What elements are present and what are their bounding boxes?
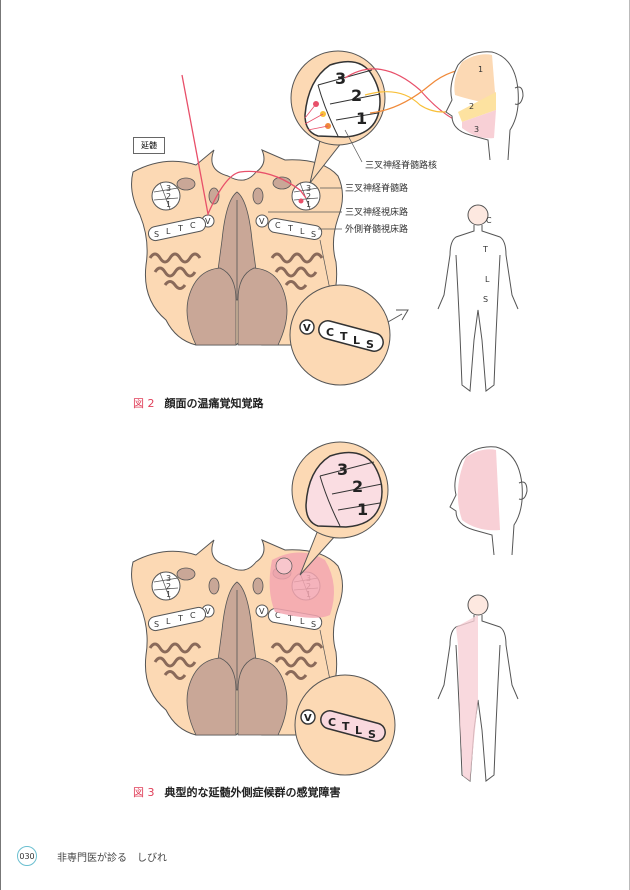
- dermatome-label: T: [482, 245, 488, 254]
- face-number: 2: [469, 102, 474, 111]
- face-number: 1: [478, 65, 483, 74]
- division-number: 2: [352, 477, 363, 496]
- dermatome-label: L: [485, 275, 490, 284]
- face-illustration: [445, 51, 524, 161]
- division-number: 3: [335, 69, 346, 88]
- tract-label: S: [368, 728, 376, 741]
- division-number: 2: [351, 86, 362, 105]
- tract-label: S: [366, 338, 374, 351]
- figure-2-diagram: 3 2 1 三叉神経脊髄路核 三叉神経脊髄路 三叉神経視床路 外側脊髄視床路 V…: [130, 50, 524, 392]
- division-number: 3: [337, 460, 348, 479]
- body-illustration: [437, 204, 519, 392]
- label-lateral-spinothalamic-tract: 外側脊髄視床路: [345, 223, 408, 235]
- book-title: 非専門医が診る しびれ: [57, 852, 167, 864]
- dermatome-label: C: [486, 216, 492, 225]
- page-number: 030: [17, 846, 37, 866]
- tract-label: C: [326, 326, 334, 339]
- figure-3-diagram: 3 2 1 V C T L S: [130, 441, 528, 782]
- label-spinal-trigeminal-nucleus: 三叉神経脊髄路核: [365, 159, 437, 171]
- figure-number: 図 3: [133, 786, 155, 799]
- tract-label: C: [328, 716, 336, 729]
- division-number: 1: [356, 109, 367, 128]
- figure-number: 図 2: [133, 397, 155, 410]
- page-footer: 030 非専門医が診る しびれ: [17, 846, 167, 866]
- v-label: V: [303, 323, 311, 334]
- arrow-icon: [387, 309, 409, 323]
- tract-label: T: [340, 330, 348, 343]
- figure-title: 典型的な延髄外側症候群の感覚障害: [164, 786, 341, 799]
- figure-title: 顔面の温痛覚知覚路: [164, 397, 264, 410]
- figure-2-caption: 図 2 顔面の温痛覚知覚路: [133, 395, 264, 411]
- dermatome-label: S: [483, 295, 488, 304]
- face-illustration: [449, 446, 528, 556]
- affected-half-body: [456, 615, 478, 781]
- v-label: V: [304, 713, 312, 724]
- tract-label: L: [353, 334, 360, 347]
- page-edge: [0, 0, 1, 890]
- medulla-label: 延髄: [133, 137, 165, 154]
- tract-label: T: [342, 720, 350, 733]
- label-trigeminothalamic-tract: 三叉神経視床路: [345, 206, 408, 218]
- division-number: 1: [357, 500, 368, 519]
- pain-pathway-line: [181, 74, 307, 217]
- figure-3-caption: 図 3 典型的な延髄外側症候群の感覚障害: [133, 784, 341, 800]
- label-spinal-trigeminal-tract: 三叉神経脊髄路: [345, 182, 408, 194]
- face-number: 3: [474, 125, 479, 134]
- tract-label: L: [355, 724, 362, 737]
